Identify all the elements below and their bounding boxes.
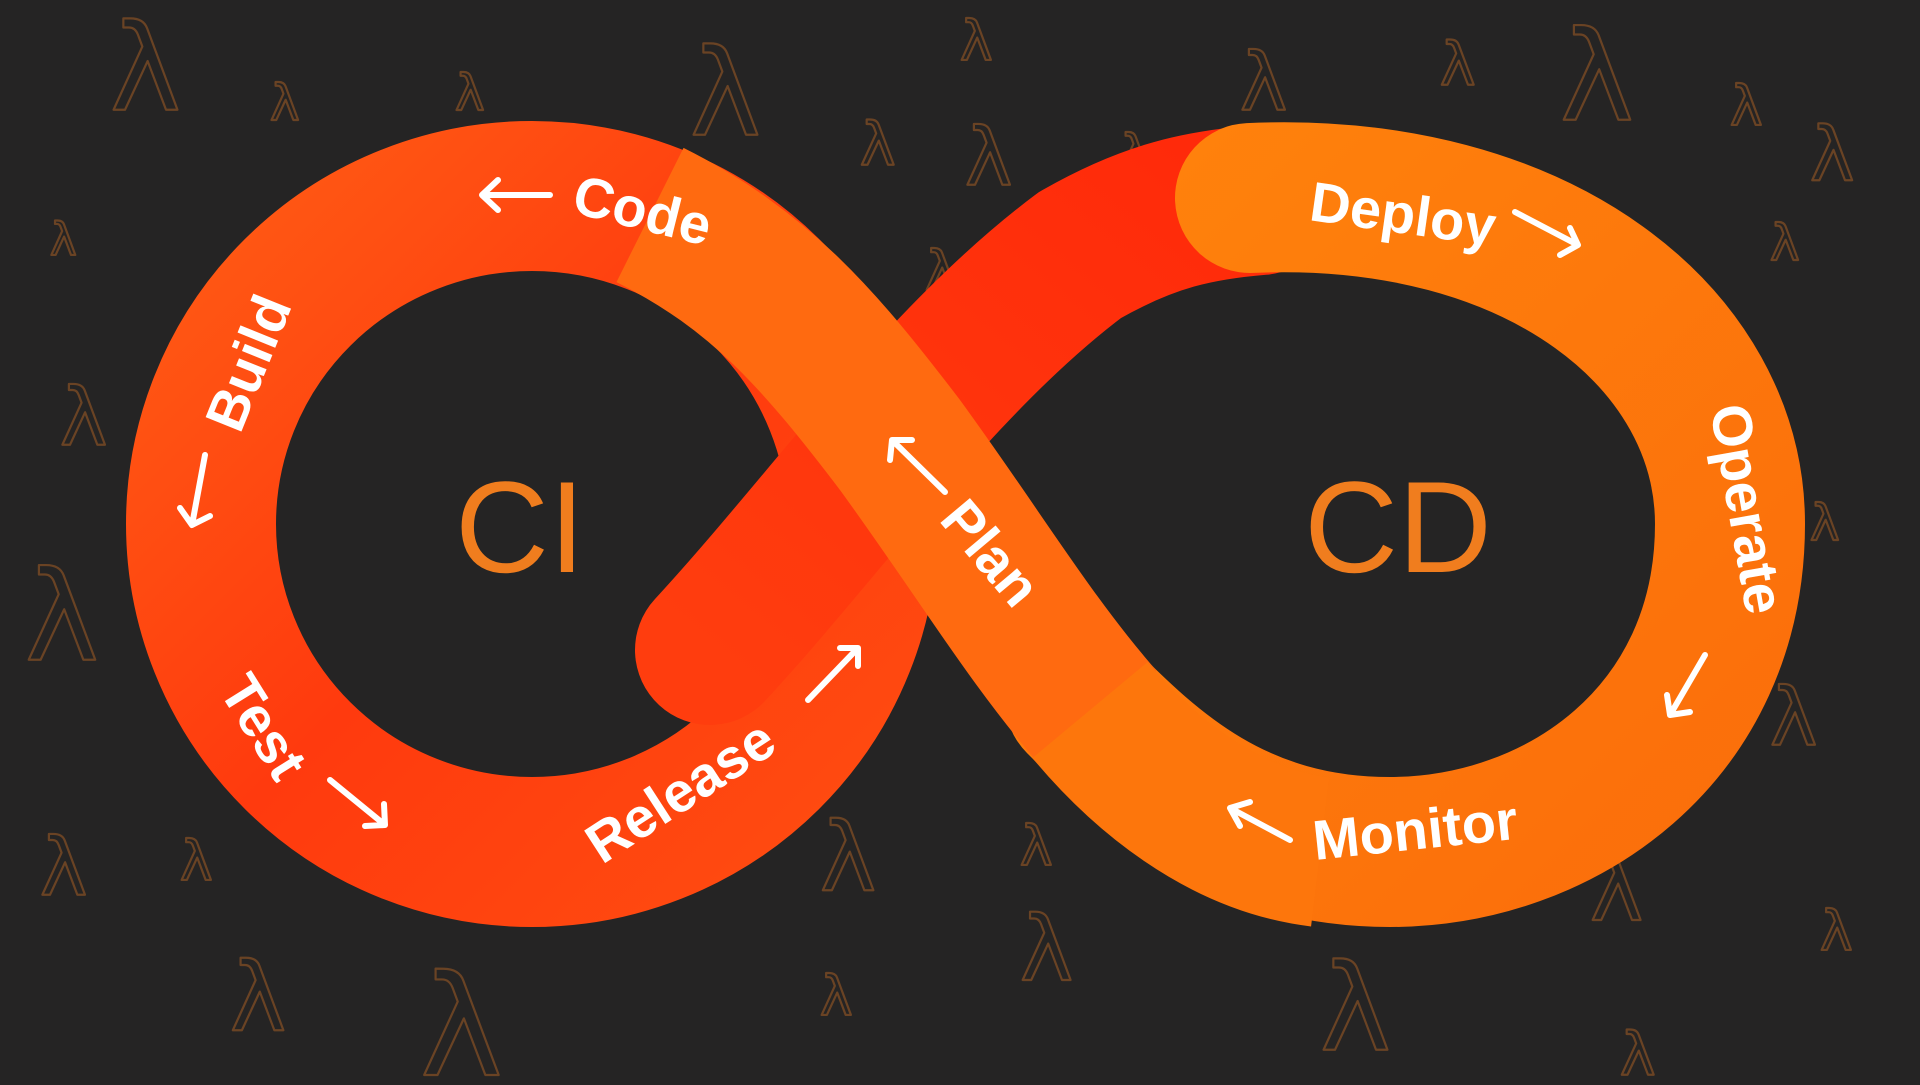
lambda-icon: λ (60, 371, 107, 464)
build-arrow-icon (177, 452, 213, 528)
lambda-icon: λ (50, 213, 77, 266)
lambda-icon: λ (1560, 5, 1634, 150)
lambda-icon: λ (455, 64, 485, 122)
lambda-icon: λ (1620, 1020, 1656, 1080)
lambda-icon: λ (1770, 671, 1817, 764)
lambda-icon: λ (1240, 36, 1287, 129)
cd-title: CD (1304, 454, 1492, 600)
plan-arrow-icon (887, 437, 948, 495)
lambda-icon: λ (960, 9, 993, 73)
lambda-icon: λ (965, 111, 1012, 204)
lambda-icon: λ (230, 943, 286, 1053)
lambda-icon: λ (1810, 494, 1840, 552)
lambda-icon: λ (1020, 897, 1073, 1002)
lambda-icon: λ (1810, 110, 1854, 198)
lambda-icon: λ (860, 110, 896, 180)
ci-title: CI (455, 454, 585, 600)
lambda-icon: λ (1020, 814, 1053, 878)
lambda-icon: λ (110, 0, 181, 139)
lambda-icon: λ (25, 545, 99, 690)
lambda-icon: λ (420, 946, 503, 1080)
release-arrow-icon (805, 645, 861, 703)
lambda-icon: λ (820, 803, 876, 913)
test-arrow-icon (327, 777, 388, 829)
lambda-icon: λ (690, 25, 761, 164)
operate-arrow-icon (1664, 652, 1708, 718)
lambda-icon: λ (820, 964, 853, 1028)
lambda-icon: λ (40, 821, 87, 914)
lambda-icon: λ (1770, 214, 1800, 272)
deploy-arrow-icon (1512, 209, 1581, 258)
code-arrow-icon (479, 177, 553, 213)
lambda-icon: λ (180, 829, 213, 893)
lambda-icon: λ (1440, 30, 1476, 100)
lambda-pattern: λ λ λ λ λ λ λ λ λ λ λ λ λ λ λ λ λ λ λ λ … (24, 0, 1856, 1085)
lambda-icon: λ (1820, 899, 1853, 963)
crossing-band-orange-tail (1032, 661, 1332, 927)
lambda-icon: λ (1730, 74, 1763, 138)
monitor-arrow-icon (1227, 799, 1293, 843)
lambda-icon: λ (1320, 940, 1391, 1079)
lambda-icon: λ (270, 74, 300, 132)
